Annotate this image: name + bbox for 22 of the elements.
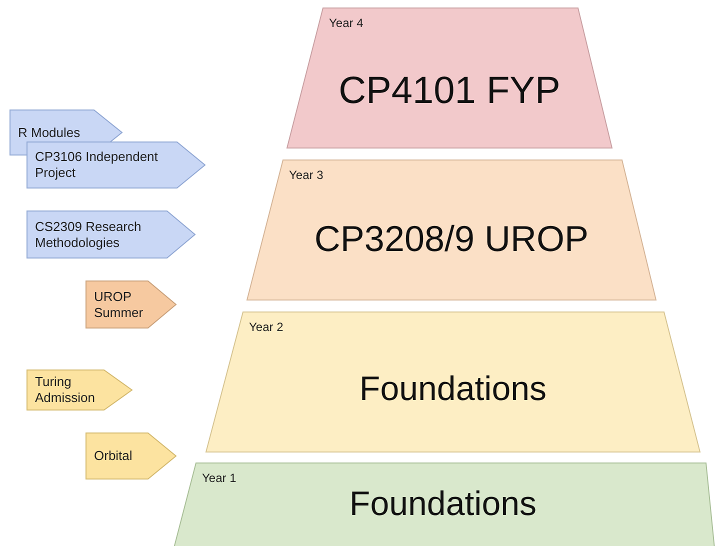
year-heading: Year 2: [249, 320, 284, 334]
pentagon-tag: [86, 433, 176, 479]
tag-label: Turing Admission: [35, 374, 96, 406]
pentagon-tag: [27, 370, 132, 410]
tag-label: UROP Summer: [94, 288, 144, 320]
trapezoid-band: [206, 312, 700, 452]
trapezoid-band: [287, 8, 612, 148]
year-heading: Year 1: [202, 471, 236, 485]
course-title: CP4101 FYP: [338, 70, 562, 113]
course-title: CP3208/9 UROP: [313, 218, 590, 260]
tag-label: R Modules: [18, 124, 82, 140]
tag-label: CS2309 Research Methodologies: [35, 218, 142, 250]
year-heading: Year 4: [329, 16, 364, 30]
course-title: Foundations: [348, 485, 538, 524]
pentagon-tag: [27, 142, 205, 188]
year-heading: Year 3: [289, 168, 324, 182]
tag-label: Orbital: [94, 448, 134, 464]
pentagon-tag: [27, 211, 195, 258]
course-title: Foundations: [358, 370, 548, 409]
tag-label: CP3106 Independent Project: [35, 149, 159, 181]
trapezoid-band: [247, 160, 656, 300]
pentagon-tag: [86, 281, 176, 328]
